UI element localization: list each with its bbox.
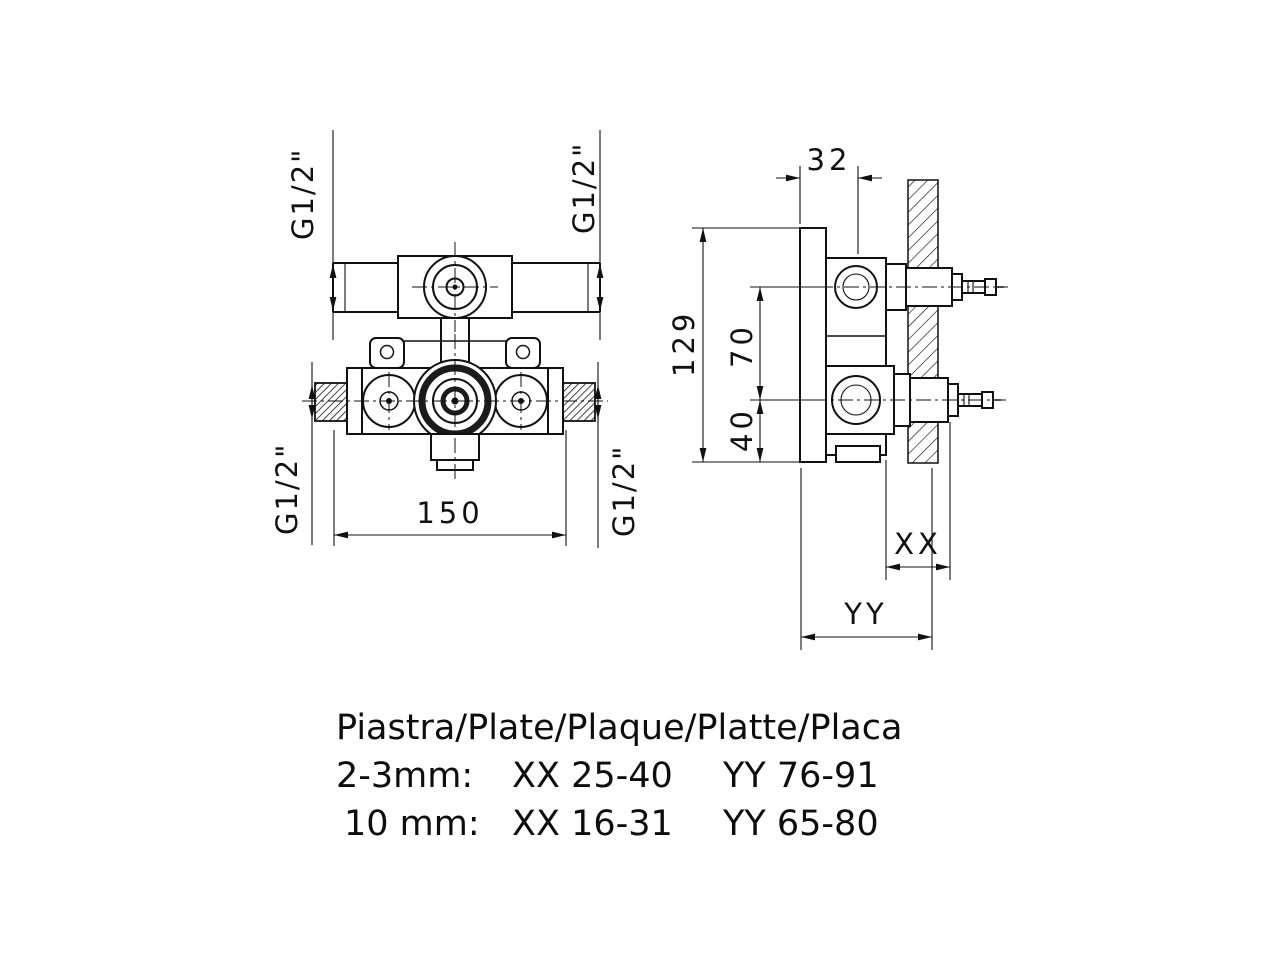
side-view — [799, 179, 1008, 464]
dim-70: 70 — [725, 323, 759, 368]
plate-yy-range: YY 65-80 — [723, 804, 879, 844]
dim-xx: XX — [894, 527, 942, 561]
mounting-hole-left — [379, 344, 395, 360]
dim-129: 129 — [667, 310, 701, 377]
dim-yy: YY — [843, 597, 887, 631]
dim-g12-bottom-left: G1/2" — [270, 443, 304, 535]
plate-yy-range: YY 76-91 — [723, 756, 879, 796]
mounting-plate — [799, 227, 827, 463]
dim-g12-bottom-right: G1/2" — [607, 445, 641, 537]
dim-32: 32 — [807, 143, 852, 177]
plate-row-thin: 2-3mm: XX 25-40 YY 76-91 — [336, 752, 902, 800]
side-dimensions: 32 129 70 40 XX YY — [667, 143, 951, 650]
plate-title: Piastra/Plate/Plaque/Platte/Placa — [336, 708, 903, 748]
plate-xx-range: XX 16-31 — [512, 804, 673, 844]
front-view — [302, 242, 608, 480]
dim-g12-top-left: G1/2" — [286, 148, 320, 240]
dim-g12-top-right: G1/2" — [567, 142, 601, 234]
plate-thickness: 2-3mm: — [336, 756, 474, 796]
dim-40: 40 — [725, 407, 759, 452]
plate-row-thick: 10 mm: XX 16-31 YY 65-80 — [336, 800, 902, 848]
upper-port-bore — [842, 273, 870, 301]
plate-thickness: 10 mm: — [344, 804, 480, 844]
plate-spec-table: Piastra/Plate/Plaque/Platte/Placa 2-3mm:… — [336, 704, 902, 848]
mounting-hole-right — [515, 344, 531, 360]
body-foot — [835, 445, 881, 463]
inlet-nipple-right — [562, 382, 596, 422]
mounting-ear-left — [369, 337, 405, 369]
dim-150: 150 — [416, 496, 483, 530]
plate-xx-range: XX 25-40 — [512, 756, 673, 796]
mounting-ear-right — [505, 337, 541, 369]
inlet-nipple-left — [314, 382, 348, 422]
front-dimensions: G1/2" G1/2" G1/2" G1/2" 150 — [270, 130, 641, 548]
